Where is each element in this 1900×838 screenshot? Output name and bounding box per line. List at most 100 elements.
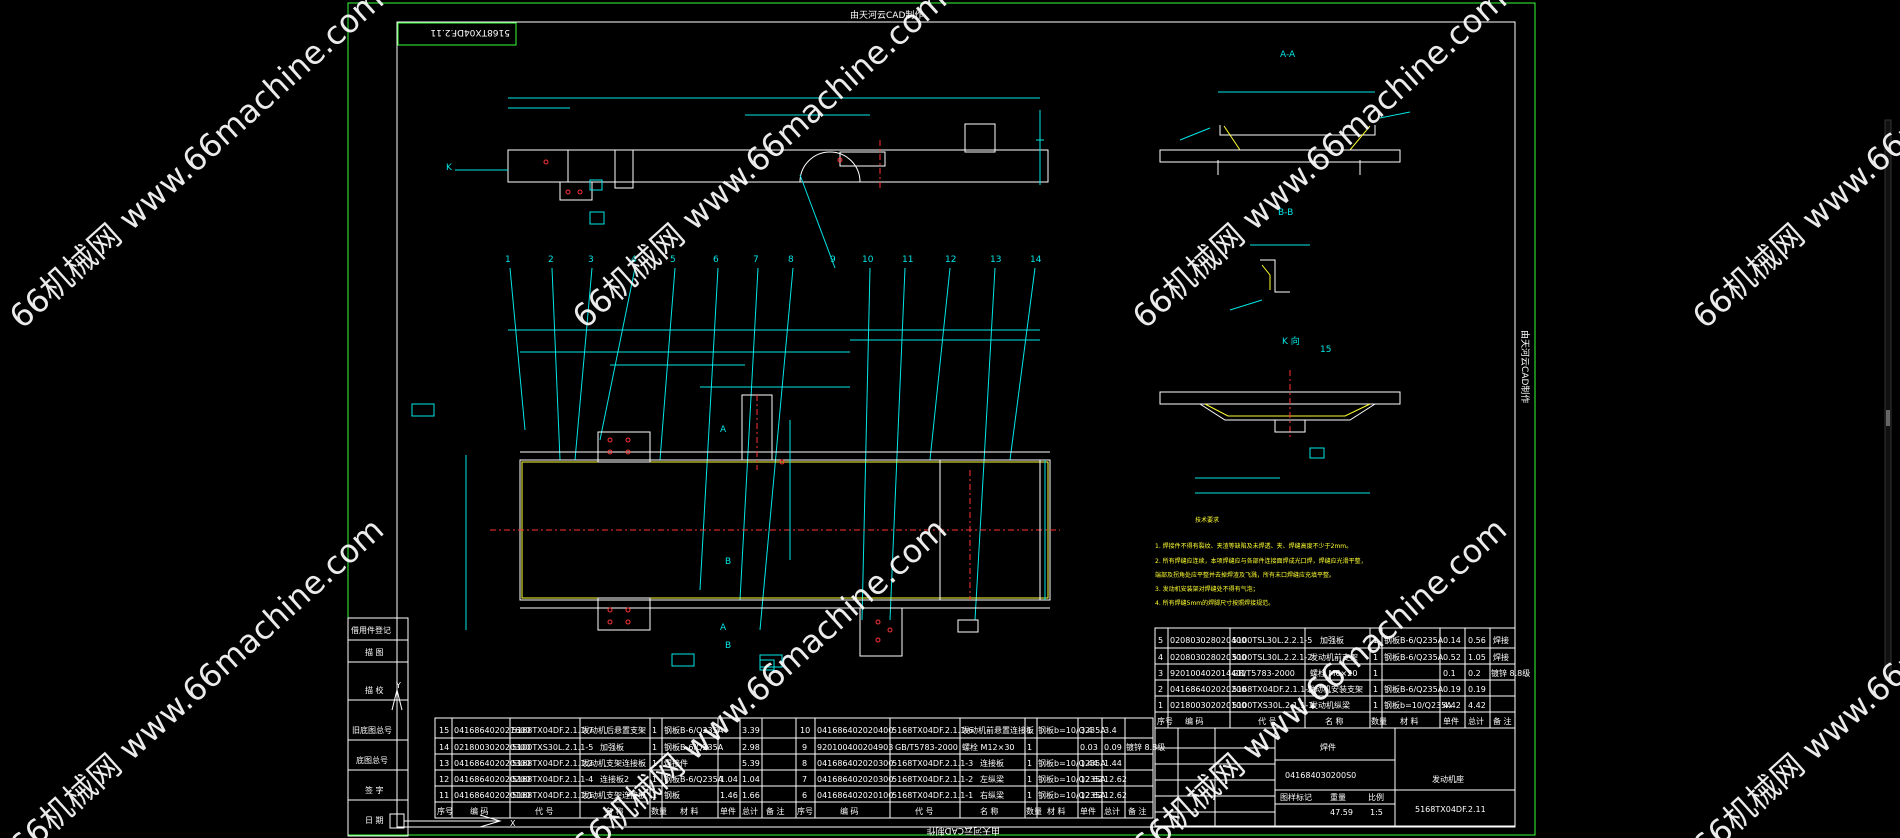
svg-text:序号: 序号 <box>437 806 453 816</box>
watermark-2: 66机械网 www.66machine.com <box>565 0 954 336</box>
svg-text:螺栓 M6×20: 螺栓 M6×20 <box>1310 668 1357 678</box>
left-stamp-column: 借用件登记 描 图 描 校 旧底图总号 底图总号 签 字 日 期 <box>347 617 409 837</box>
svg-text:X: X <box>510 819 516 828</box>
svg-text:1.44: 1.44 <box>1080 759 1098 768</box>
scale-label: 比例 <box>1368 792 1384 802</box>
svg-text:编 码: 编 码 <box>840 806 859 816</box>
svg-text:数量: 数量 <box>651 806 667 816</box>
svg-text:6: 6 <box>713 255 719 265</box>
svg-text:单件: 单件 <box>720 806 736 816</box>
svg-text:发动机前悬置连接板: 发动机前悬置连接板 <box>962 725 1034 735</box>
scale-value: 1:5 <box>1370 808 1383 817</box>
svg-text:0.52: 0.52 <box>1443 653 1461 662</box>
svg-text:10: 10 <box>862 255 874 265</box>
svg-text:9: 9 <box>830 255 836 265</box>
svg-text:加强板: 加强板 <box>1320 635 1344 645</box>
svg-text:A: A <box>720 623 727 633</box>
svg-text:底图总号: 底图总号 <box>356 755 388 765</box>
svg-text:1: 1 <box>1158 701 1163 710</box>
section-bb-view: B-B <box>1229 208 1310 311</box>
svg-text:0.03: 0.03 <box>1080 743 1098 752</box>
svg-text:0.1: 0.1 <box>1443 669 1456 678</box>
svg-text:8: 8 <box>802 759 807 768</box>
sheet-inner-frame <box>396 21 1516 828</box>
stage-label: 图样标记 <box>1280 792 1312 802</box>
svg-text:日 期: 日 期 <box>365 816 384 825</box>
svg-text:描 图: 描 图 <box>365 647 384 657</box>
svg-text:15: 15 <box>1320 345 1331 355</box>
svg-text:5168TX04DF.2.1.1-1: 5168TX04DF.2.1.1-1 <box>892 791 973 800</box>
svg-text:13: 13 <box>990 255 1001 265</box>
svg-text:5168TX04DF.2.1.1-2: 5168TX04DF.2.1.1-2 <box>892 775 973 784</box>
svg-text:021800302020300: 021800302020300 <box>454 743 530 752</box>
svg-text:3: 3 <box>588 255 594 265</box>
svg-text:5: 5 <box>1158 636 1163 645</box>
watermark-8: 66机械网 www.66machine.com <box>1685 510 1900 838</box>
technical-requirements: 技术要求 1. 焊接件不得有裂纹、夹渣等缺陷及未焊透、夹、焊缝高度不少于2mm。… <box>1155 516 1367 607</box>
tech-note-5: 4. 所有焊缝5mm的焊脚尺寸按照焊接规范。 <box>1155 599 1274 607</box>
svg-text:B-B: B-B <box>1278 208 1293 218</box>
svg-text:5168TX04DF.2.1.1.1: 5168TX04DF.2.1.1.1 <box>512 791 593 800</box>
svg-text:名 称: 名 称 <box>980 806 999 816</box>
sheet-outer-frame <box>347 2 1536 836</box>
main-elevation-view: K <box>446 97 1049 225</box>
svg-text:GB/T5783-2000: GB/T5783-2000 <box>895 743 958 752</box>
svg-text:发动机后悬置支架: 发动机后悬置支架 <box>582 725 646 735</box>
svg-text:描 校: 描 校 <box>365 685 384 695</box>
svg-text:5168TX04DF.2.1.1-3: 5168TX04DF.2.1.1-3 <box>892 759 973 768</box>
svg-text:9: 9 <box>802 743 807 752</box>
svg-text:041686402020300: 041686402020300 <box>454 759 530 768</box>
svg-text:总计: 总计 <box>1468 716 1484 726</box>
svg-text:12.62: 12.62 <box>1080 775 1103 784</box>
svg-text:名 称: 名 称 <box>1325 716 1344 726</box>
svg-text:1: 1 <box>652 726 657 735</box>
code-stamp-text: 5168TX04DF.2.11 <box>430 27 510 37</box>
svg-text:发动机安装支架: 发动机安装支架 <box>1307 684 1363 694</box>
code-stamp-box <box>397 22 517 46</box>
svg-text:0.19: 0.19 <box>1443 685 1461 694</box>
svg-text:总计: 总计 <box>742 806 758 816</box>
svg-text:12.62: 12.62 <box>1080 791 1103 800</box>
svg-text:代 号: 代 号 <box>535 806 554 816</box>
svg-text:发动机支架连接板: 发动机支架连接板 <box>582 790 646 800</box>
svg-text:8: 8 <box>788 255 794 265</box>
main-plan-view: A A B B <box>411 329 1060 671</box>
svg-text:041686402020100: 041686402020100 <box>454 791 530 800</box>
svg-text:0.2: 0.2 <box>1468 669 1481 678</box>
watermark-4: 66机械网 www.66machine.com <box>1685 0 1900 336</box>
svg-text:代 号: 代 号 <box>915 806 934 816</box>
svg-text:041686402020400: 041686402020400 <box>817 726 893 735</box>
svg-text:焊接件: 焊接件 <box>664 758 688 768</box>
svg-text:焊接: 焊接 <box>1493 652 1509 662</box>
svg-text:5100TXS30L.2.1.1-5: 5100TXS30L.2.1.1-5 <box>512 743 593 752</box>
svg-text:14: 14 <box>439 743 449 752</box>
svg-text:041686402020200: 041686402020200 <box>1170 685 1246 694</box>
balloon-numbers: 1 2 3 4 5 6 7 8 9 10 11 12 13 14 15 <box>505 255 1331 355</box>
svg-text:总计: 总计 <box>1104 806 1120 816</box>
svg-text:10: 10 <box>800 726 810 735</box>
svg-text:5168TX04DF.2.1.1-6: 5168TX04DF.2.1.1-6 <box>892 726 973 735</box>
svg-text:钢板: 钢板 <box>664 790 680 800</box>
svg-text:编 码: 编 码 <box>470 806 489 816</box>
svg-text:1: 1 <box>652 775 657 784</box>
tech-note-1: 1. 焊接件不得有裂纹、夹渣等缺陷及未焊透、夹、焊缝高度不少于2mm。 <box>1155 542 1352 550</box>
svg-text:15: 15 <box>439 726 449 735</box>
svg-text:1: 1 <box>1373 701 1378 710</box>
svg-text:钢板b=10/Q235A: 钢板b=10/Q235A <box>1384 700 1452 710</box>
svg-text:1.05: 1.05 <box>1468 653 1486 662</box>
svg-text:钢板B-6/Q235A: 钢板B-6/Q235A <box>1384 652 1444 662</box>
svg-text:B: B <box>725 641 731 651</box>
svg-text:1: 1 <box>1373 653 1378 662</box>
svg-text:1.04: 1.04 <box>742 775 760 784</box>
right-scrollbar[interactable] <box>1884 119 1892 681</box>
scroll-thumb-icon[interactable] <box>1886 410 1890 426</box>
svg-text:4.42: 4.42 <box>1443 701 1461 710</box>
svg-text:3: 3 <box>1158 669 1163 678</box>
svg-text:1: 1 <box>652 743 657 752</box>
part-code: 041684030200S0 <box>1285 771 1356 780</box>
svg-text:3.4: 3.4 <box>1104 726 1117 735</box>
svg-text:1: 1 <box>1373 685 1378 694</box>
svg-text:12.62: 12.62 <box>1104 791 1127 800</box>
